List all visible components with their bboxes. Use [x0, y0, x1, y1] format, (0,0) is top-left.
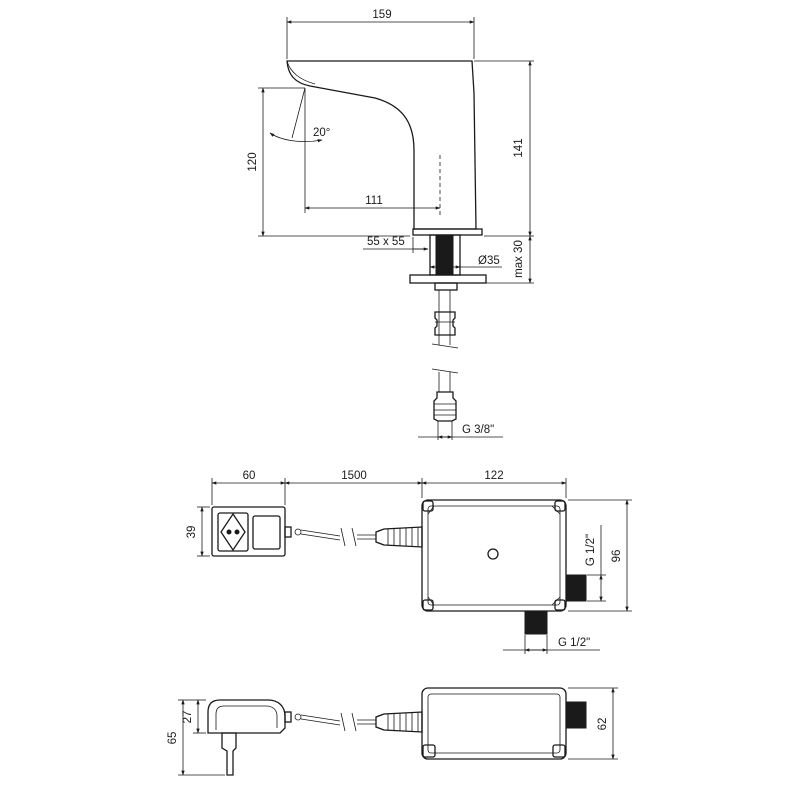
dim-angle: 20°: [313, 127, 330, 139]
dim-reach: 111: [365, 195, 382, 207]
dim-width-top: 159: [372, 9, 391, 21]
power-adapter-side: [207, 699, 286, 734]
dim-adapter-width: 60: [243, 470, 256, 482]
control-box-side: [421, 687, 567, 760]
mounting-washer: [409, 274, 487, 284]
hose-fitting-bottom: [433, 391, 457, 422]
control-box-top-view: 60 1500 122 39 96 G 1/2" G 1/2": [186, 470, 632, 654]
hose-fitting-top: [434, 311, 456, 336]
dim-cable-length: 1500: [341, 470, 367, 482]
dim-thread: G 3/8": [462, 424, 494, 436]
faucet-view: 159 141 120 20° 111 55 x 55 Ø35 max 30: [247, 9, 534, 440]
control-box-side-view: 27 65 62: [167, 687, 618, 776]
side-port-g12: [565, 574, 587, 602]
dim-box-width: 122: [484, 470, 503, 482]
box-indicator-hole: [487, 548, 499, 560]
dim-base: 55 x 55: [367, 236, 405, 248]
dim-height-total: 141: [513, 138, 525, 157]
cable-strain-relief: [375, 526, 423, 548]
faucet-body: [286, 60, 477, 230]
dim-side-port: G 1/2": [585, 534, 597, 566]
dim-height-spout: 120: [247, 152, 259, 171]
bottom-port-g12: [524, 610, 548, 635]
control-box-body: [421, 499, 567, 612]
dim-bottom-port: G 1/2": [558, 637, 590, 649]
dim-diameter: Ø35: [478, 255, 500, 267]
plug-socket: [217, 512, 249, 552]
dim-box-depth: 62: [597, 718, 609, 731]
dim-box-height: 96: [611, 550, 623, 563]
dim-adapter-depth: 27: [182, 711, 194, 724]
dim-adapter-height: 39: [186, 526, 198, 539]
plug-prong: [221, 732, 237, 776]
faucet-shank: [435, 234, 454, 276]
side-view-port: [565, 701, 587, 729]
dim-adapter-total: 65: [167, 732, 179, 745]
dim-max-thickness: max 30: [513, 240, 525, 278]
faucet-base-plate: [412, 228, 483, 236]
